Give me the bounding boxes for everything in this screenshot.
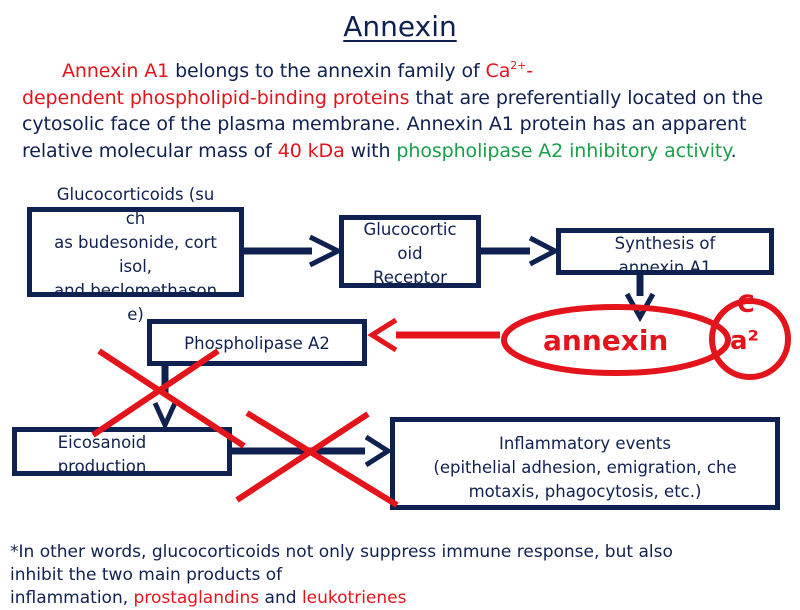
text-line: and beclomethason <box>53 281 218 300</box>
text-line: Synthesis of <box>614 234 716 253</box>
para-text: . <box>730 139 737 162</box>
text-line: Glucocortic <box>363 220 457 239</box>
phospholipase-box: Phospholipase A2 <box>147 319 367 366</box>
eicosanoid-text: Eicosanoid production <box>0 431 227 479</box>
slide-title: Annexin <box>343 10 457 43</box>
cross-line <box>245 410 399 508</box>
glucocorticoids-text: Glucocorticoids (su ch as budesonide, co… <box>12 183 259 327</box>
footer-line: inhibit the two main products of <box>10 565 283 585</box>
receptor-text: Glucocortic oid Receptor <box>344 218 476 290</box>
receptor-box: Glucocortic oid Receptor <box>339 215 481 288</box>
inhibitory-activity-term: phospholipase A2 inhibitory activity <box>396 139 731 162</box>
annexin-label: annexin <box>543 324 669 357</box>
calcium-label-a: a² <box>730 326 759 356</box>
footer-line: inflammation, prostaglandins and leukotr… <box>10 587 800 610</box>
intro-paragraph: Annexin A1 belongs to the annexin family… <box>22 53 792 164</box>
text-line: Glucocorticoids (su <box>56 185 215 204</box>
calcium-term: Ca2+- <box>485 59 534 82</box>
text-line: (epithelial adhesion, emigration, che <box>433 458 737 477</box>
text-line: isol, <box>118 257 153 276</box>
calcium-label-c: C <box>737 290 755 318</box>
arrow-head <box>308 234 344 268</box>
footer-text: and <box>259 588 302 608</box>
footer-line: *In other words, glucocorticoids not onl… <box>10 542 673 562</box>
eicosanoid-box: Eicosanoid production <box>12 427 232 476</box>
text-line: as budesonide, cort <box>54 233 217 252</box>
synthesis-box: Synthesis of annexin A1 <box>556 228 774 277</box>
phospholipase-text: Phospholipase A2 <box>184 334 330 353</box>
prostaglandins-term: prostaglandins <box>133 588 260 608</box>
arrow-head <box>528 235 561 267</box>
mass-term: 40 kDa <box>277 139 345 162</box>
arrow-head <box>364 434 393 468</box>
glucocorticoids-box: Glucocorticoids (su ch as budesonide, co… <box>27 185 244 324</box>
text-line: ch <box>125 209 146 228</box>
calcium-charge: 2+ <box>510 59 527 72</box>
para-text: belongs to the annexin family of <box>169 60 486 82</box>
text-line: motaxis, phagocytosis, etc.) <box>468 482 702 501</box>
calcium-symbol: Ca <box>485 60 511 82</box>
text-line: e) <box>127 305 144 324</box>
para-text: that are preferentially located on the c… <box>22 86 763 162</box>
leukotrienes-term: leukotrienes <box>301 588 407 608</box>
hyphen: - <box>526 60 534 82</box>
synthesis-text: Synthesis of annexin A1 <box>561 232 769 280</box>
protein-family-term: dependent phospholipid-binding proteins <box>22 86 410 109</box>
text-line: Eicosanoid <box>57 433 147 452</box>
arrow-head <box>152 401 178 432</box>
footer-text: inflammation, <box>10 588 134 608</box>
text-line: Receptor <box>373 268 447 287</box>
para-text: with <box>344 139 397 162</box>
arrow-head <box>624 292 656 323</box>
text-line: production <box>57 457 147 476</box>
cross-line <box>235 411 370 503</box>
text-line: Inflammatory events <box>498 434 672 453</box>
annexin-a1-term: Annexin A1 <box>62 60 170 82</box>
inflammatory-box: Inflammatory events (epithelial adhesion… <box>390 417 780 510</box>
text-line: annexin A1 <box>618 258 712 277</box>
text-line: oid <box>397 244 423 263</box>
inhibition-arrow-head <box>367 317 398 353</box>
inflammatory-text: Inflammatory events (epithelial adhesion… <box>395 432 775 504</box>
